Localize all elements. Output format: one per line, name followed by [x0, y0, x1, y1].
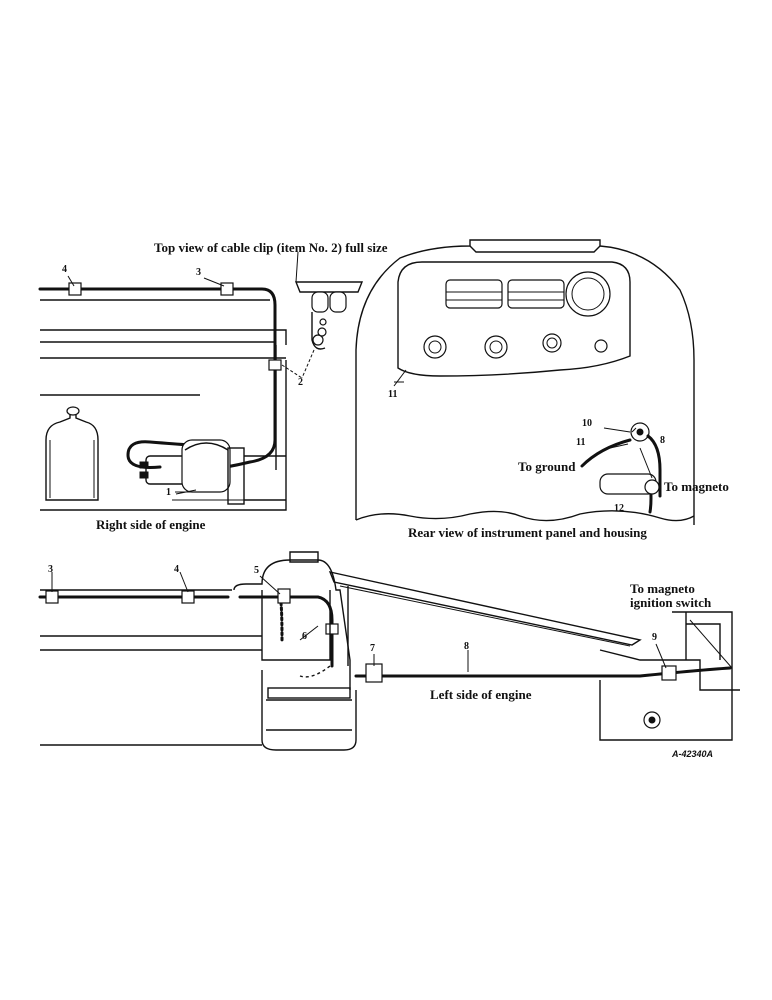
callout-ls-7: 7	[370, 643, 375, 654]
callout-ls-3: 3	[48, 564, 53, 575]
callout-rs-3: 3	[196, 267, 201, 278]
callout-rv-12: 12	[614, 503, 624, 514]
cable-clip-detail	[281, 251, 364, 379]
callout-ls-6: 6	[302, 631, 307, 642]
callout-ls-9: 9	[652, 632, 657, 643]
instrument-panel-drawing	[355, 239, 695, 525]
rear-view-caption: Rear view of instrument panel and housin…	[408, 525, 647, 540]
callout-rs-2: 2	[298, 377, 303, 388]
figure-reference: A-42340A	[672, 749, 714, 759]
right-side-caption: Right side of engine	[96, 517, 206, 532]
to-magneto-label: To magneto	[664, 479, 729, 494]
clip-caption: Top view of cable clip (item No. 2) full…	[154, 240, 388, 255]
callout-rv-11b: 11	[576, 437, 586, 448]
callout-rv-11a: 11	[388, 389, 398, 400]
callout-ls-5: 5	[254, 565, 259, 576]
leader-lines	[51, 275, 667, 672]
callout-rv-10: 10	[582, 418, 592, 429]
left-side-engine-drawing	[38, 551, 740, 751]
callout-rv-8: 8	[660, 435, 665, 446]
callout-ls-8: 8	[464, 641, 469, 652]
callout-rs-4: 4	[62, 264, 67, 275]
callout-rs-1: 1	[166, 487, 171, 498]
to-switch-label-line1: To magneto	[630, 581, 695, 596]
right-side-engine-drawing	[38, 282, 287, 511]
to-switch-label-line2: ignition switch	[630, 595, 712, 610]
to-ground-label: To ground	[518, 459, 576, 474]
callout-ls-4: 4	[174, 564, 179, 575]
left-side-caption: Left side of engine	[430, 687, 532, 702]
